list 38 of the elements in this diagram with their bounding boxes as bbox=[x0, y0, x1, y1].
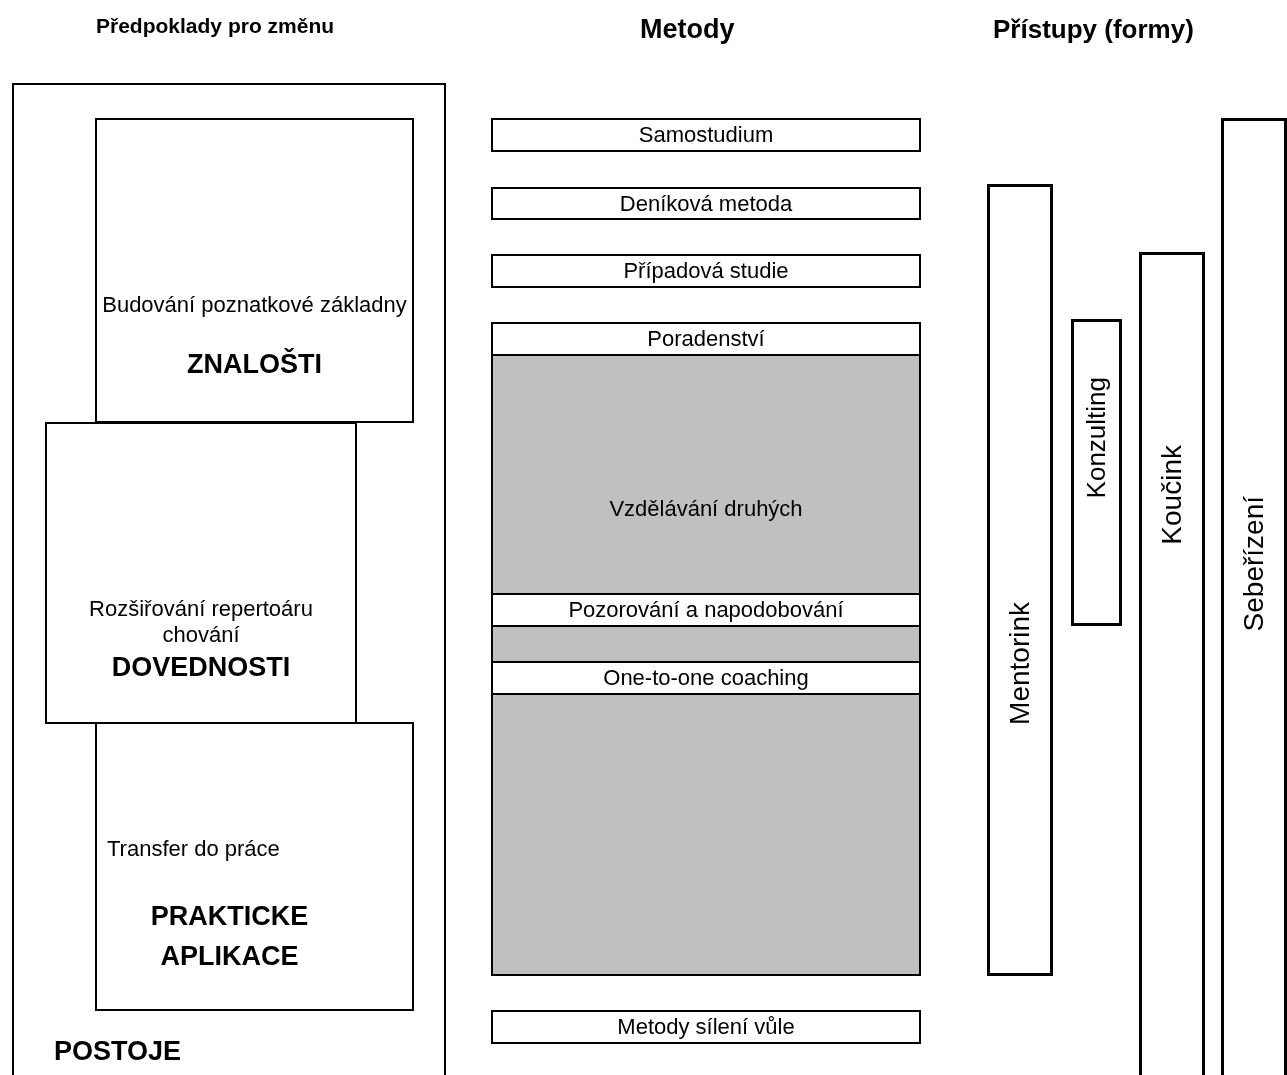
box-text: Poradenství bbox=[647, 326, 765, 352]
box-text: Rozšiřování repertoáru chování bbox=[88, 596, 314, 648]
approach-bar bbox=[1071, 319, 1122, 626]
method-box bbox=[491, 661, 921, 695]
approach-bar bbox=[1139, 252, 1205, 1075]
box-text: Deníková metoda bbox=[619, 190, 793, 217]
bar-text: Sebeřízení bbox=[1238, 496, 1270, 632]
category-box bbox=[45, 422, 357, 724]
bar-text: Koučink bbox=[1156, 445, 1188, 545]
box-text: Transfer do práce bbox=[107, 836, 281, 862]
box-heading: ZNALOŠTI bbox=[186, 348, 323, 380]
approach-bar bbox=[1221, 118, 1287, 1075]
bar-text: Konzulting bbox=[1080, 377, 1112, 499]
group-frame bbox=[12, 83, 446, 1075]
column-heading: Přístupy (formy) bbox=[993, 14, 1194, 45]
method-group-box bbox=[491, 354, 921, 976]
category-box bbox=[95, 722, 414, 1011]
box-heading: DOVEDNOSTI bbox=[110, 651, 292, 683]
category-box bbox=[95, 118, 414, 423]
method-box bbox=[491, 322, 921, 356]
box-heading: PRAKTICKE APLIKACE bbox=[149, 900, 310, 973]
box-text: Vzdělávání druhých bbox=[608, 496, 804, 522]
box-text: One-to-one coaching bbox=[603, 665, 809, 691]
method-box bbox=[491, 254, 921, 288]
column-heading: Předpoklady pro změnu bbox=[96, 14, 335, 38]
method-box bbox=[491, 187, 921, 220]
approach-bar bbox=[987, 184, 1053, 976]
box-text: Samostudium bbox=[638, 122, 774, 148]
bar-text: Mentorink bbox=[1004, 602, 1036, 725]
box-text: Pozorování a napodobování bbox=[568, 597, 844, 623]
method-box bbox=[491, 118, 921, 152]
box-text: Budování poznatkové základny bbox=[101, 292, 408, 318]
box-text: Případová studie bbox=[623, 258, 789, 284]
column-heading: Metody bbox=[640, 14, 735, 45]
method-box bbox=[491, 1010, 921, 1044]
group-title: POSTOJE bbox=[54, 1035, 182, 1067]
box-text: Metody sílení vůle bbox=[617, 1014, 795, 1040]
method-box bbox=[491, 593, 921, 627]
